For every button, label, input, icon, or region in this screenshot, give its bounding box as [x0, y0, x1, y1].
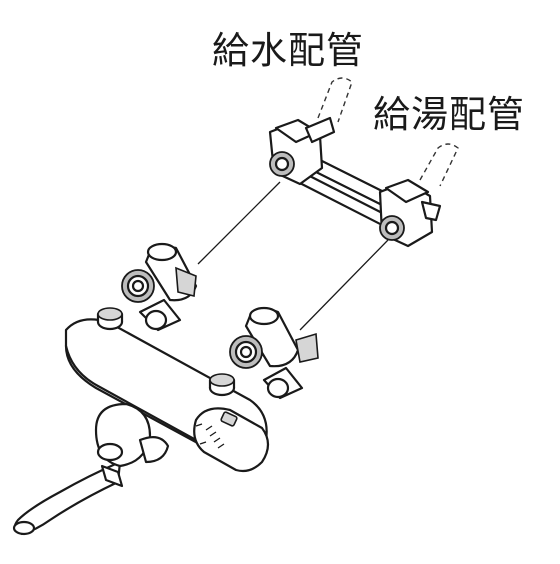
- faucet-inlet-right: [208, 373, 236, 397]
- flow-handle: [94, 402, 170, 488]
- faucet-inlet-left: [96, 307, 124, 331]
- hot-water-supply-pipe-label: 給湯配管: [373, 93, 525, 136]
- wall-pipes-dashed: [317, 77, 459, 187]
- temperature-dial: [193, 407, 270, 473]
- water-pipe-dashed: [317, 77, 353, 123]
- eccentric-fitting-right: [229, 306, 319, 400]
- assembly-guide-lines: [197, 181, 389, 331]
- guide-line-left: [197, 181, 281, 265]
- thermostatic-faucet-body: [12, 307, 270, 536]
- eccentric-fitting-left: [121, 242, 198, 332]
- water-supply-elbow: [268, 116, 336, 186]
- wall-bracket-assembly: [268, 116, 442, 248]
- hot-water-supply-elbow: [378, 178, 442, 248]
- water-supply-pipe-label: 給水配管: [212, 29, 364, 72]
- hot-water-pipe-dashed: [419, 143, 459, 187]
- guide-line-right: [299, 239, 389, 331]
